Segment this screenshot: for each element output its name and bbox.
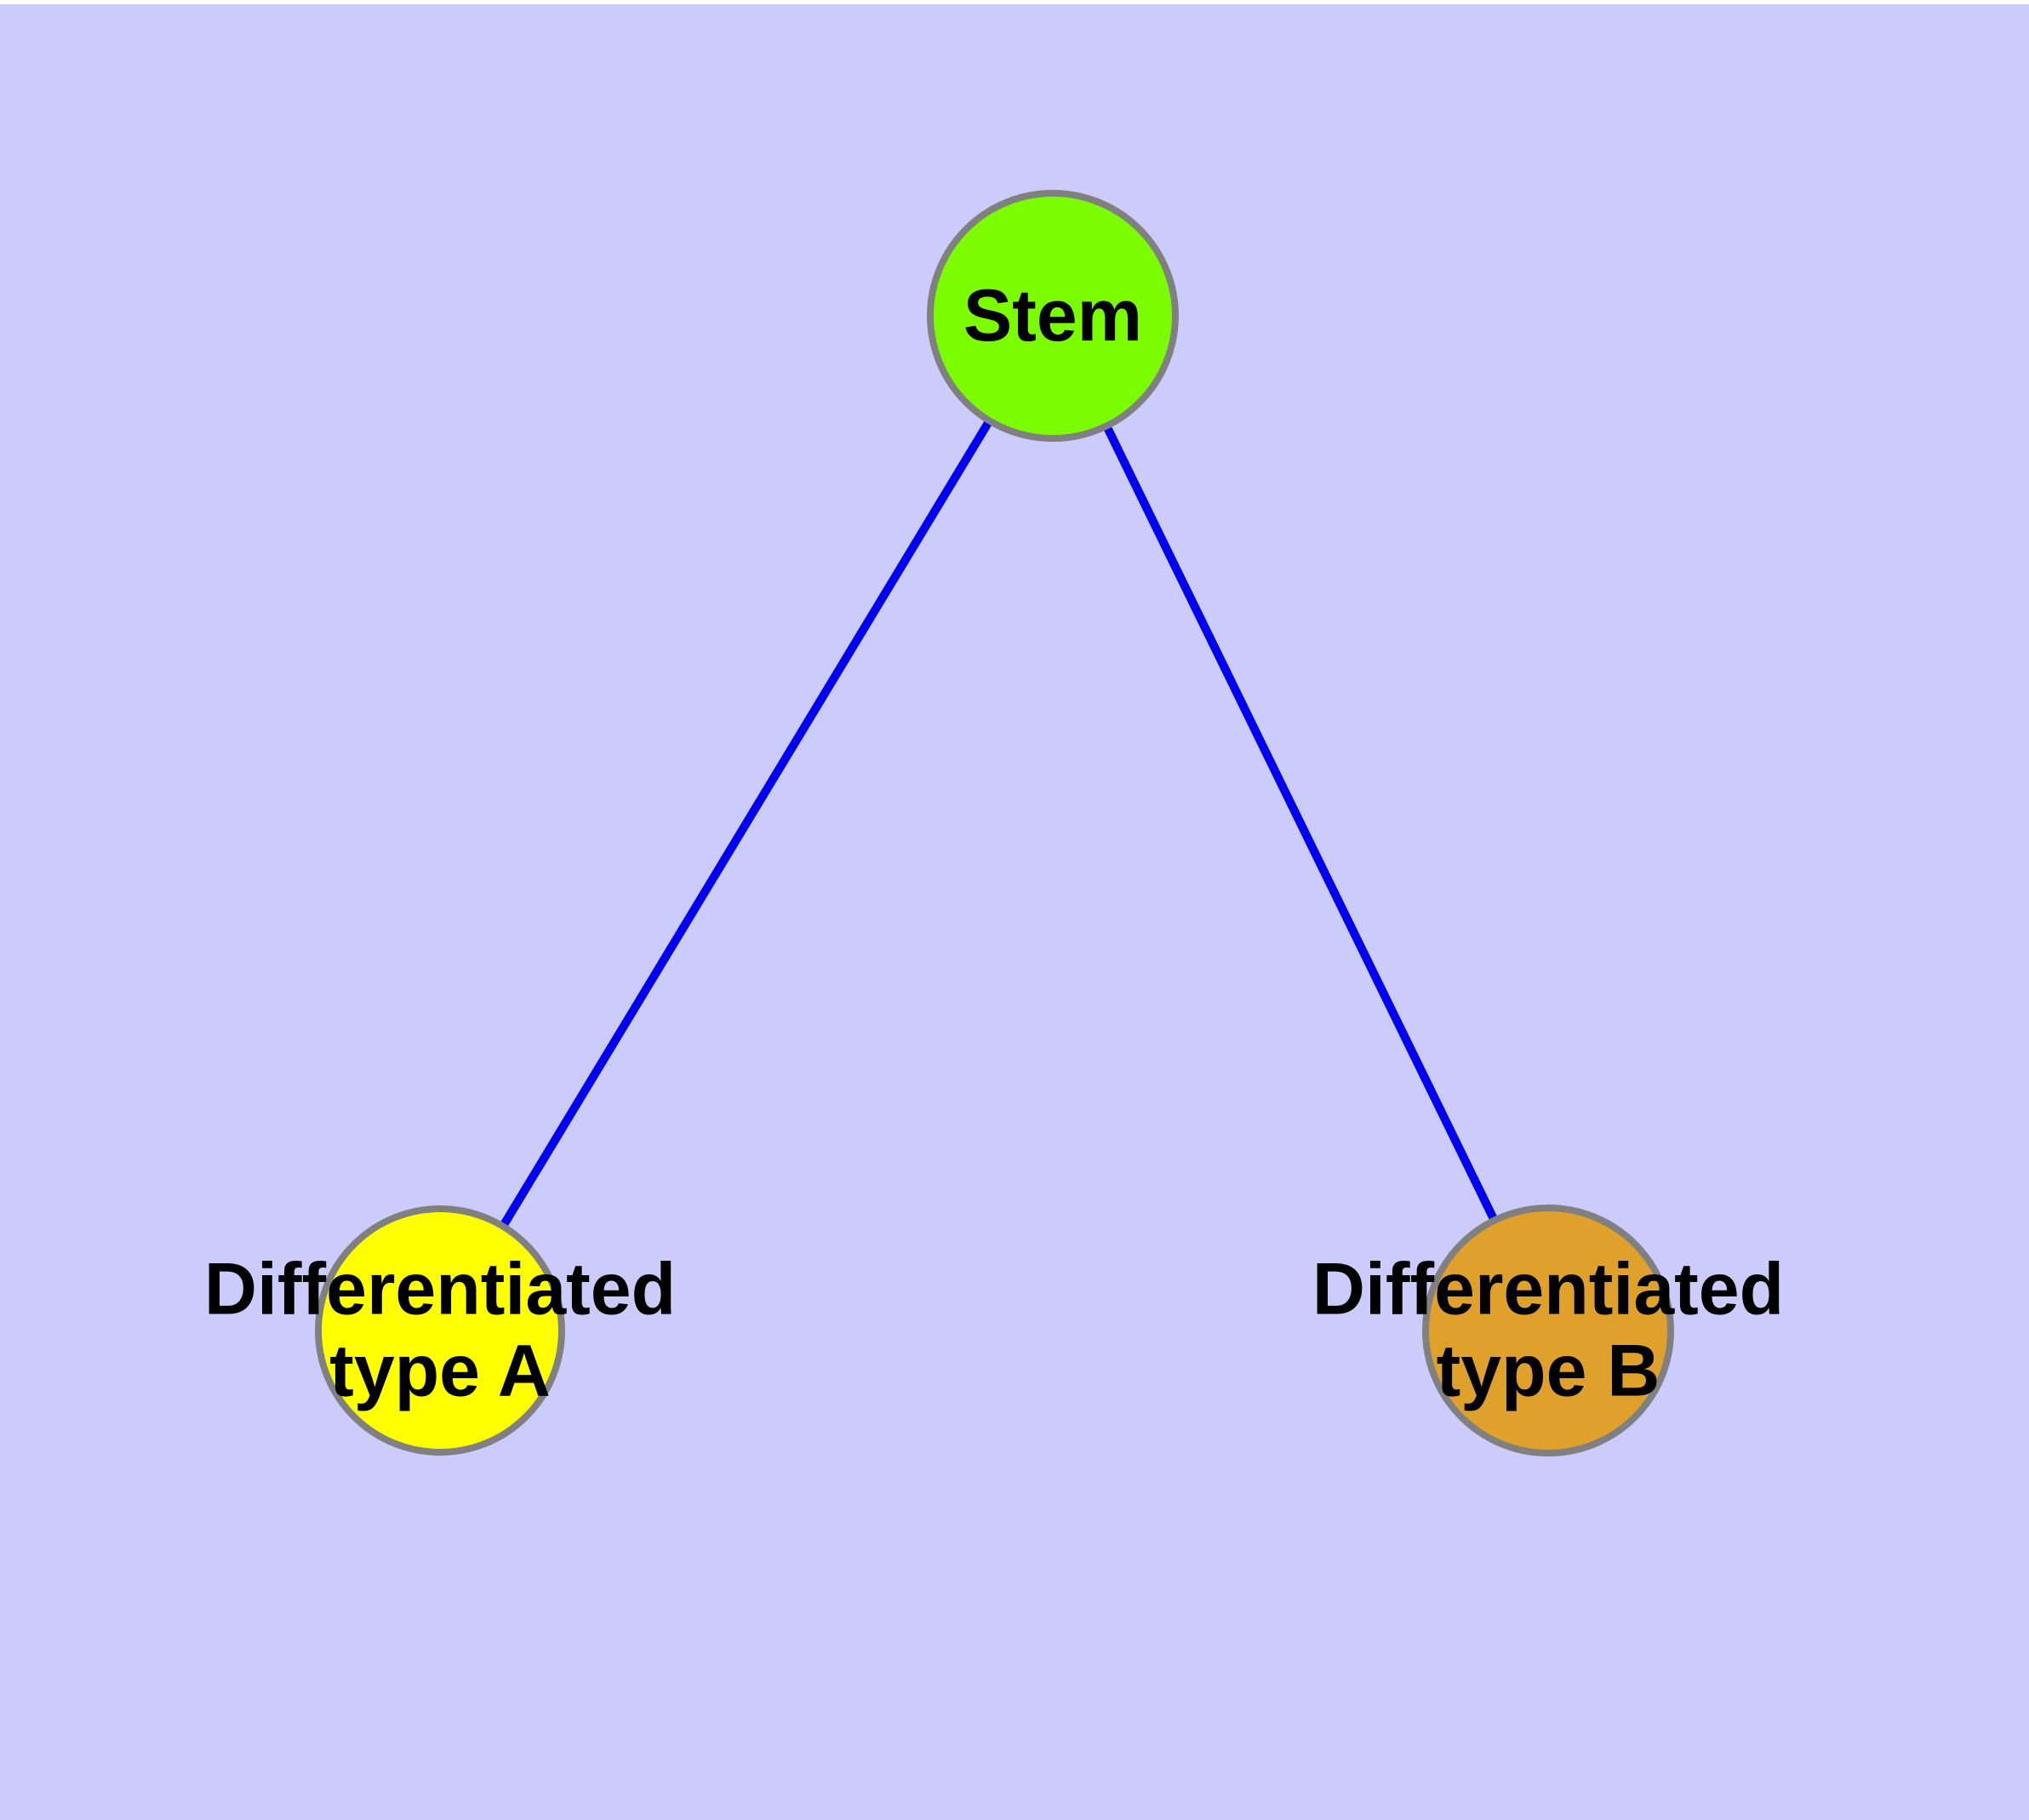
node-circle-diff_b[interactable] xyxy=(1422,1205,1674,1457)
edge-stem-diff-b xyxy=(1103,426,1498,1221)
node-circle-stem[interactable] xyxy=(927,190,1179,442)
node-circle-diff_a[interactable] xyxy=(315,1205,565,1456)
edge-stem-diff-a xyxy=(500,420,992,1228)
edges-layer xyxy=(500,420,1498,1228)
nodes-layer xyxy=(315,190,1674,1457)
